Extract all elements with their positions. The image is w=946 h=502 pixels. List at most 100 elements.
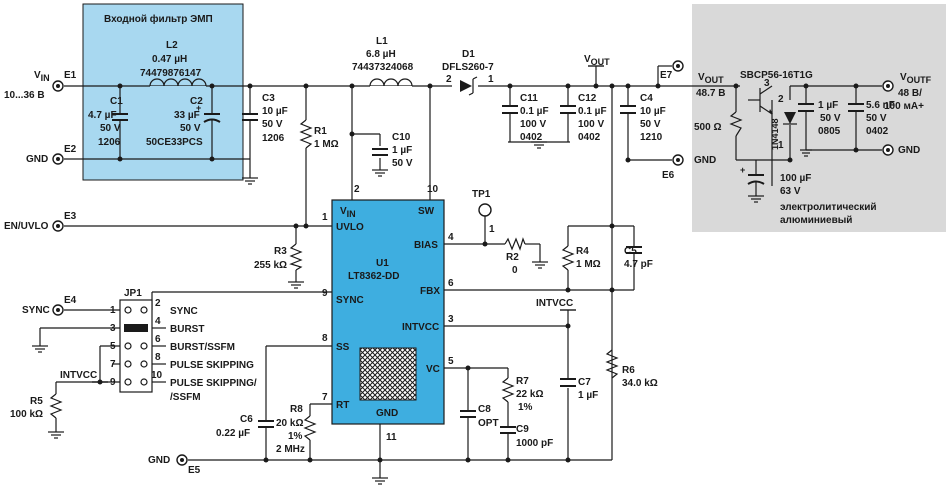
pin-num-4: 4 xyxy=(448,232,454,243)
mode-sync: SYNC xyxy=(170,306,198,317)
mode-burst-ssfm: BURST/SSFM xyxy=(170,342,235,353)
ground-r3 xyxy=(288,281,304,289)
c12-size: 0402 xyxy=(578,132,601,143)
pin-num-6: 6 xyxy=(448,278,454,289)
c3-size: 1206 xyxy=(262,133,285,144)
resistor-r6 xyxy=(605,349,619,379)
c10-voltage: 50 V xyxy=(392,158,413,169)
c5n6-value: 5.6 nF xyxy=(866,100,895,111)
e7-label: E7 xyxy=(660,70,673,81)
e7-value: 48.7 В xyxy=(696,88,725,99)
jp-pin-4: 4 xyxy=(155,316,161,327)
gnd-out-label: GND xyxy=(898,145,920,156)
resistor-r3 xyxy=(289,243,303,271)
intvcc-top-label: INTVCC xyxy=(536,298,573,309)
e1-range: 10...36 В xyxy=(4,90,45,101)
c5n6-size: 0402 xyxy=(866,126,889,137)
e5-label: E5 xyxy=(188,465,201,476)
vout-top-label: VOUT xyxy=(584,54,610,67)
diode-d1 xyxy=(460,76,478,96)
emi-filter-panel xyxy=(82,3,244,181)
ground-r5 xyxy=(48,431,64,439)
emi-filter-title: Входной фильтр ЭМП xyxy=(104,13,213,25)
r7-value: 22 kΩ xyxy=(516,389,543,400)
jumper-shunt[interactable] xyxy=(124,324,148,332)
pin-num-3: 3 xyxy=(448,314,454,325)
r6-ref: R6 xyxy=(622,365,635,376)
c7-value: 1 µF xyxy=(578,390,598,401)
c3-ref: C3 xyxy=(262,93,275,104)
e1-label: E1 xyxy=(64,70,77,81)
ground-c3 xyxy=(242,177,258,185)
ic-exposed-pad xyxy=(359,347,417,401)
c1u-voltage: 50 V xyxy=(820,113,841,124)
jp-pin-9: 9 xyxy=(110,377,116,388)
r6-value: 34.0 kΩ xyxy=(622,378,658,389)
voutf-value-1: 48 В/ xyxy=(898,88,922,99)
pin-num-1: 1 xyxy=(322,212,328,223)
c12-value: 0.1 µF xyxy=(578,106,607,117)
ic-pin-vc: VC xyxy=(426,364,440,375)
c100u-voltage: 63 V xyxy=(780,186,801,197)
jp-pin-5: 5 xyxy=(110,341,116,352)
e5-gnd-label: GND xyxy=(148,455,170,466)
l2-part: 74479876147 xyxy=(140,68,202,79)
mode-pulse-skipping-ssfm-1: PULSE SKIPPING/ xyxy=(170,378,257,389)
r5-ref: R5 xyxy=(30,396,43,407)
ground-c10 xyxy=(372,169,388,177)
c8-ref: C8 xyxy=(478,404,491,415)
r8-value: 20 kΩ xyxy=(276,418,303,429)
r1-value: 1 MΩ xyxy=(314,139,339,150)
c100u-note-2: алюминиевый xyxy=(780,215,852,226)
e2-label: E2 xyxy=(64,144,77,155)
jp-pin-7: 7 xyxy=(110,359,116,370)
c1-size: 1206 xyxy=(98,137,121,148)
ic-pin-fbx: FBX xyxy=(420,286,440,297)
jumper-stubs xyxy=(112,327,166,383)
pin-num-7: 7 xyxy=(322,392,328,403)
r1-ref: R1 xyxy=(314,126,327,137)
c1u-value: 1 µF xyxy=(818,100,838,111)
resistor-r8 xyxy=(303,415,317,441)
ic-pin-uvlo: UVLO xyxy=(336,222,364,233)
jp-pin-3: 3 xyxy=(110,323,116,334)
c1-ref: C1 xyxy=(110,96,123,107)
test-point-tp1 xyxy=(478,203,492,217)
d1-part: DFLS260-7 xyxy=(442,62,494,73)
c4-value: 10 µF xyxy=(640,106,666,117)
c2-value: 33 µF xyxy=(174,110,200,121)
power-flags xyxy=(92,65,604,383)
ic-pin-ss: SS xyxy=(336,342,350,353)
e2-gnd-label: GND xyxy=(26,154,48,165)
jp-pin-6: 6 xyxy=(155,334,161,345)
e4-label: E4 xyxy=(64,295,77,306)
e4-sync-label: SYNC xyxy=(22,305,50,316)
c1-value: 4.7 µF xyxy=(88,110,117,121)
l2-value: 0.47 µH xyxy=(152,54,187,65)
c3-voltage: 50 V xyxy=(262,119,283,130)
ic-pin-sw: SW xyxy=(418,206,435,217)
jp-pin-8: 8 xyxy=(155,352,161,363)
c9-ref: C9 xyxy=(516,424,529,435)
e3-label: E3 xyxy=(64,211,77,222)
diode-1n4148 xyxy=(783,112,797,125)
l1-value: 6.8 µH xyxy=(366,49,396,60)
pin-num-10: 10 xyxy=(427,184,439,195)
transistor-sbcp56 xyxy=(748,85,773,115)
output-filter-panel xyxy=(692,4,946,232)
c11-voltage: 100 V xyxy=(520,119,546,130)
c5n6-voltage: 50 V xyxy=(866,113,887,124)
resistor-500r xyxy=(729,111,743,137)
r2-ref: R2 xyxy=(506,252,519,263)
ic-pin-sync: SYNC xyxy=(336,295,364,306)
mode-pulse-skipping: PULSE SKIPPING xyxy=(170,360,254,371)
pin-num-2: 2 xyxy=(354,184,360,195)
d1-ref: D1 xyxy=(462,49,475,60)
resistor-r5 xyxy=(49,393,63,419)
mode-pulse-skipping-ssfm-2: /SSFM xyxy=(170,392,201,403)
inductor-l1 xyxy=(369,78,413,87)
ic-pin-bias: BIAS xyxy=(414,240,438,251)
q-pin1: 1 xyxy=(778,140,784,151)
q-pin3: 3 xyxy=(764,78,770,89)
